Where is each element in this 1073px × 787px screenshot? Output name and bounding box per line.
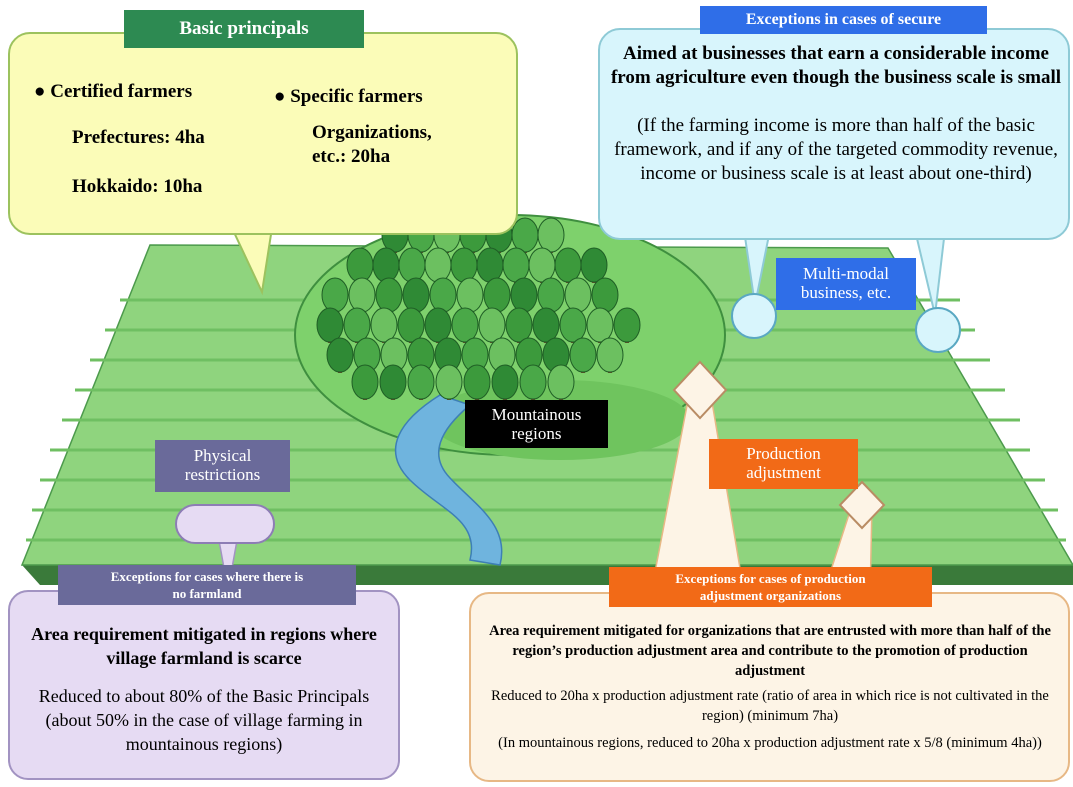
tree-canopy: [547, 364, 575, 400]
secure-exceptions-detail: (If the farming income is more than half…: [614, 115, 1058, 184]
certified-hokkaido: Hokkaido: 10ha: [72, 176, 203, 197]
production-marker-small: [838, 480, 886, 530]
secure-exceptions-title: Exceptions in cases of secure: [700, 6, 987, 34]
river: [394, 394, 503, 566]
mountainous-regions-label: Mountainous regions: [465, 400, 608, 448]
tree-canopy: [375, 277, 403, 313]
tree-canopy: [478, 307, 506, 343]
no-farmland-heading: Area requirement mitigated in regions wh…: [31, 624, 377, 668]
mountainous-label-line1: Mountainous: [491, 405, 582, 424]
tree-canopy: [505, 307, 533, 343]
tree-canopy: [435, 364, 463, 400]
production-adjustment-label: Production adjustment: [709, 439, 858, 489]
tree-canopy: [491, 364, 519, 400]
tree-canopy: [429, 277, 457, 313]
physical-restrictions-label: Physical restrictions: [155, 440, 290, 492]
tree-canopy: [559, 307, 587, 343]
tree-canopy: [569, 337, 597, 373]
production-org-heading: Area requirement mitigated for organizat…: [489, 623, 1051, 679]
production-label-line2: adjustment: [746, 463, 821, 482]
production-org-title-line1: Exceptions for cases of production: [675, 571, 866, 586]
no-farmland-detail: Reduced to about 80% of the Basic Princi…: [38, 686, 370, 754]
production-org-exceptions-title: Exceptions for cases of production adjus…: [609, 567, 932, 607]
multi-modal-marker-right: [915, 307, 961, 353]
forest-trees: [316, 217, 641, 400]
production-org-title-line2: adjustment organizations: [699, 588, 842, 603]
specific-organizations-line1: Organizations,: [312, 122, 432, 143]
tree-canopy: [402, 277, 430, 313]
physical-restriction-marker: [175, 504, 275, 544]
tree-canopy: [343, 307, 371, 343]
production-label-line1: Production: [746, 444, 821, 463]
tree-canopy: [580, 247, 608, 283]
tree-canopy: [346, 247, 374, 283]
tree-canopy: [351, 364, 379, 400]
tree-canopy: [348, 277, 376, 313]
tree-canopy: [316, 307, 344, 343]
production-org-detail-1: Reduced to 20ha x production adjustment …: [491, 688, 1049, 724]
no-farmland-exceptions-bubble: [8, 590, 400, 780]
secure-exceptions-heading: Aimed at businesses that earn a consider…: [610, 43, 1062, 88]
certified-prefectures: Prefectures: 4ha: [72, 127, 205, 148]
tree-canopy: [554, 247, 582, 283]
tree-canopy: [528, 247, 556, 283]
tree-canopy: [463, 364, 491, 400]
tree-canopy: [591, 277, 619, 313]
tree-canopy: [424, 247, 452, 283]
no-farmland-title-line1: Exceptions for cases where there is: [110, 569, 304, 584]
no-farmland-exceptions-title: Exceptions for cases where there is no f…: [58, 565, 356, 605]
multi-modal-label-line2: business, etc.: [800, 283, 892, 302]
tree-canopy: [397, 307, 425, 343]
multi-modal-label: Multi-modal business, etc.: [776, 258, 916, 310]
multi-modal-marker-left: [731, 293, 777, 339]
tree-canopy: [326, 337, 354, 373]
tree-canopy: [451, 307, 479, 343]
certified-farmers-heading: ● Certified farmers: [34, 81, 193, 102]
tree-canopy: [379, 364, 407, 400]
tree-canopy: [532, 307, 560, 343]
tree-canopy: [502, 247, 530, 283]
tree-canopy: [613, 307, 641, 343]
production-marker-large: [672, 360, 728, 420]
no-farmland-title-line2: no farmland: [172, 586, 242, 601]
tree-canopy: [372, 247, 400, 283]
specific-organizations-line2: etc.: 20ha: [312, 146, 391, 167]
tree-canopy: [519, 364, 547, 400]
tree-canopy: [424, 307, 452, 343]
physical-label-line2: restrictions: [184, 465, 261, 484]
production-org-detail-2: (In mountainous regions, reduced to 20ha…: [498, 735, 1042, 751]
physical-label-line1: Physical: [193, 446, 252, 465]
tree-canopy: [476, 247, 504, 283]
tree-canopy: [510, 277, 538, 313]
tree-canopy: [537, 277, 565, 313]
tree-canopy: [370, 307, 398, 343]
tree-canopy: [456, 277, 484, 313]
tree-canopy: [321, 277, 349, 313]
tree-canopy: [407, 364, 435, 400]
specific-farmers-heading: ● Specific farmers: [274, 86, 423, 107]
basic-principals-title: Basic principals: [124, 10, 364, 48]
tree-canopy: [483, 277, 511, 313]
tree-canopy: [596, 337, 624, 373]
tree-canopy: [537, 217, 565, 253]
tree-canopy: [586, 307, 614, 343]
mountainous-label-line2: regions: [511, 424, 562, 443]
tree-canopy: [398, 247, 426, 283]
multi-modal-label-line1: Multi-modal: [803, 264, 889, 283]
tree-canopy: [450, 247, 478, 283]
tree-canopy: [564, 277, 592, 313]
tree-canopy: [511, 217, 539, 253]
